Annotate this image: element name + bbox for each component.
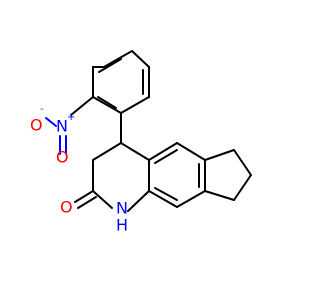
- bond-c4a-c4: [120, 142, 150, 161]
- bond-ar1-c1-c2: [103, 50, 133, 68]
- bond-ring-to-nitro-n: [70, 96, 94, 116]
- bond-ar1-c5-c6: [92, 96, 122, 114]
- bond-ar2-c9-c9a: [148, 190, 178, 208]
- nitro-minus-sign: -: [40, 104, 44, 115]
- bond-ar2-inner-3: [154, 187, 178, 201]
- bond-ar2-c5-c5a: [176, 142, 206, 161]
- bond-ar1-c4-c5: [120, 96, 150, 114]
- bond-ar1-c2-c3: [131, 50, 150, 68]
- nitro-o-minus-label: O: [30, 116, 43, 135]
- nitro-n-plus-sign: +: [67, 112, 75, 123]
- bond-cp-c6-c7: [233, 149, 252, 176]
- nitro-o-label: O: [56, 148, 69, 167]
- bond-ar2-c4a-c5: [148, 142, 178, 161]
- bond-cp-c8-c8a: [204, 190, 235, 201]
- nitro-n-label: N: [56, 117, 68, 136]
- bond-nitro-n-o-minus: [45, 117, 57, 127]
- molecule-canvas: O - N + O O N H: [30, 50, 252, 235]
- bond-c4-c3: [92, 142, 122, 161]
- carbonyl-o-label: O: [60, 198, 73, 217]
- amide-h-label: H: [116, 216, 128, 235]
- bond-c2-n1: [92, 190, 113, 209]
- bond-c2-o-1: [74, 190, 94, 203]
- amide-n-label: N: [116, 199, 128, 218]
- molecule-structure: O - N + O O N H: [30, 50, 252, 235]
- bond-c2-o-2: [77, 196, 97, 209]
- bond-ar2-inner-1: [154, 149, 178, 164]
- bond-cp-c5a-c6: [204, 149, 235, 161]
- bond-n1-c8a: [127, 190, 150, 212]
- bond-ar1-c5-c6-inner: [97, 96, 117, 109]
- bond-ar2-c8a-c9: [176, 190, 206, 208]
- bond-cp-c7-c8: [233, 174, 252, 201]
- bond-ar1-c1-c2-inner: [98, 58, 122, 73]
